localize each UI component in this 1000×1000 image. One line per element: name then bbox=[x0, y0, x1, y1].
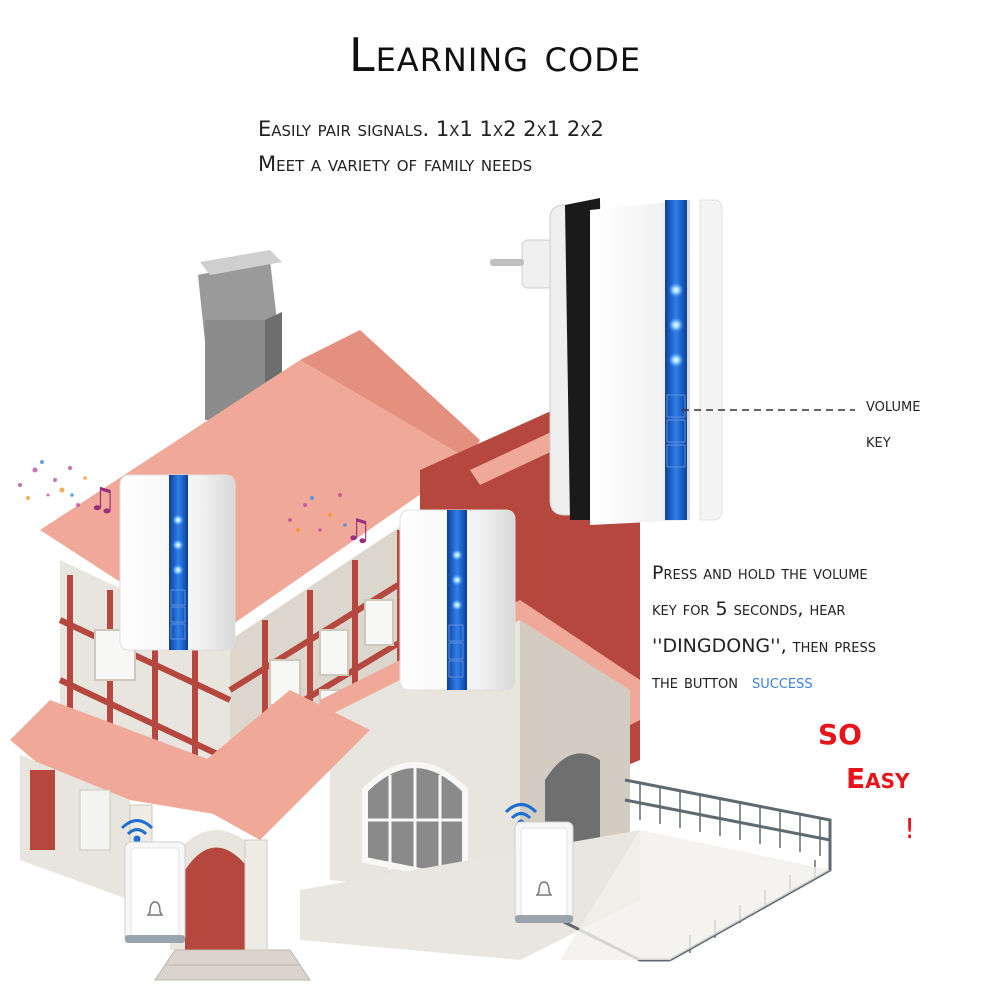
easy-text: Easy bbox=[846, 762, 910, 795]
receiver-unit-left bbox=[119, 474, 236, 651]
svg-text:♫: ♫ bbox=[345, 513, 372, 548]
plug-icon bbox=[490, 239, 555, 289]
instruction-line-1: Press and hold the volume bbox=[652, 562, 868, 584]
music-notes-icon: ♫ ♫ bbox=[18, 460, 372, 548]
receiver-unit-large bbox=[490, 198, 723, 525]
instruction-line-2: key for 5 seconds, hear bbox=[652, 598, 846, 620]
bell-icon bbox=[535, 881, 553, 896]
page-title: Learning code bbox=[348, 28, 642, 82]
doorbell-button-right bbox=[504, 803, 574, 923]
so-text: SO bbox=[818, 718, 862, 751]
subtitle-pairing: Easily pair signals. 1x1 1x2 2x1 2x2 bbox=[258, 117, 604, 141]
key-label: key bbox=[866, 430, 891, 452]
svg-text:♫: ♫ bbox=[88, 480, 117, 518]
exclamation-text: ! bbox=[904, 812, 916, 845]
instruction-button-text: the button bbox=[652, 671, 739, 693]
receiver-unit-middle bbox=[399, 509, 516, 691]
instruction-line-3: ''DINGDONG'', then press bbox=[652, 635, 876, 657]
subtitle-needs: Meet a variety of family needs bbox=[258, 152, 533, 176]
doorbell-button-left bbox=[120, 819, 186, 943]
volume-label: volume bbox=[866, 394, 921, 416]
success-label: success bbox=[752, 671, 813, 693]
bell-icon bbox=[146, 901, 164, 916]
wifi-signal-icon bbox=[120, 819, 154, 843]
instruction-line-4: the button success bbox=[652, 671, 813, 693]
